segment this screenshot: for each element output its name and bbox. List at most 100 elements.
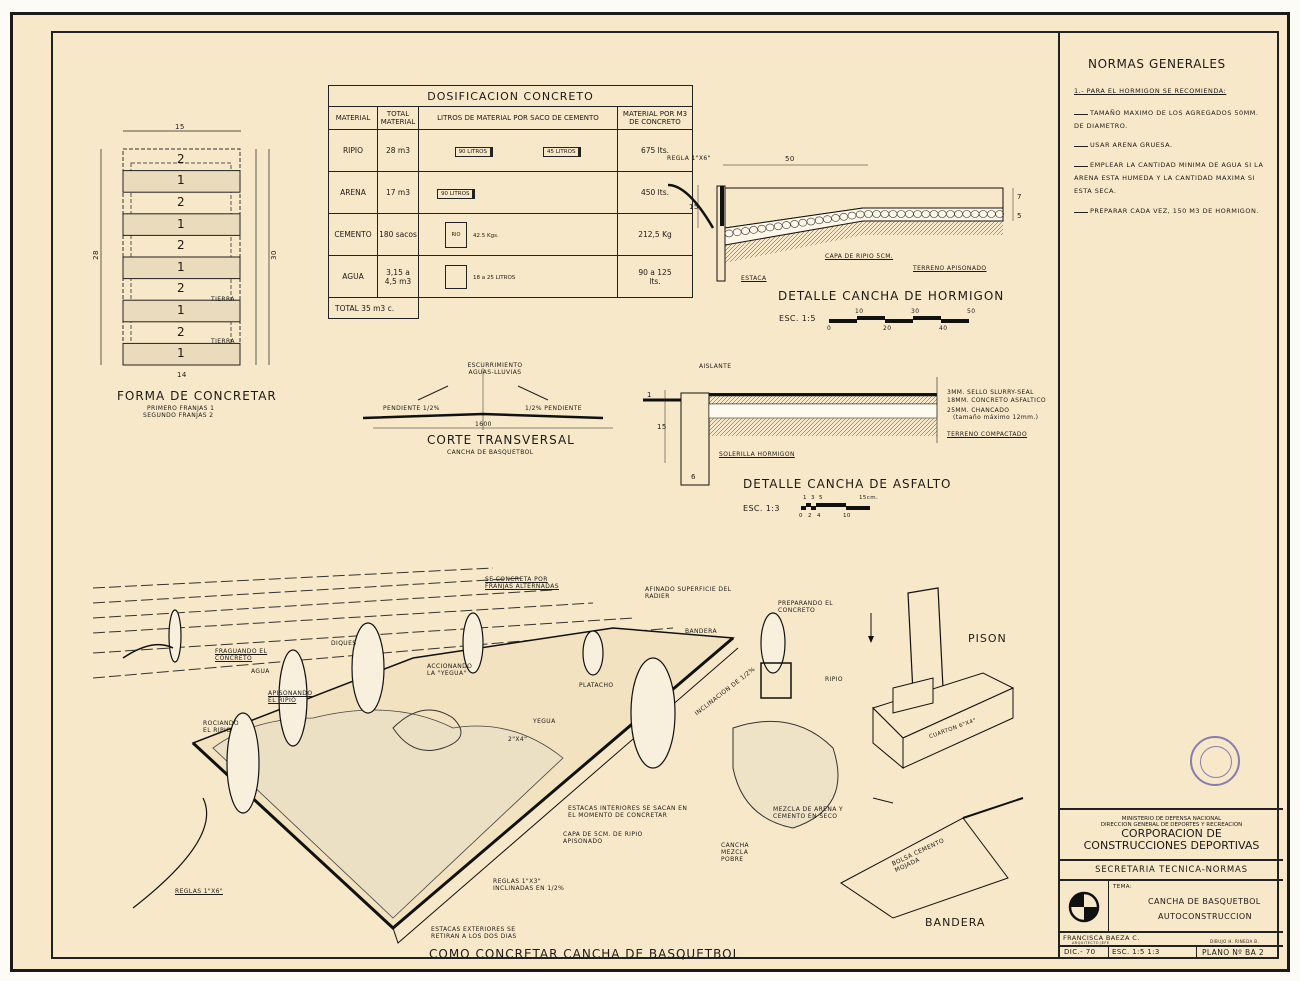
detalle-hormigon: REGLA 1"x6" 50 15 7 5 CAPA DE RIPIO 5cm.…	[663, 153, 1053, 363]
wheelbarrow-icon: 90 LITROS	[437, 189, 476, 199]
normas-item-text: EMPLEAR LA CANTIDAD MINIMA DE AGUA SI LA…	[1074, 161, 1264, 195]
label-accionando: ACCIONANDO LA "YEGUA"	[427, 663, 473, 677]
strip-number: 2	[177, 195, 186, 209]
regla-label: REGLA 1"x6"	[667, 155, 711, 162]
tierra-label: TIERRA	[211, 296, 235, 303]
stone	[749, 226, 758, 234]
label-mezcla: MEZCLA DE ARENA Y CEMENTO EN SECO	[773, 806, 844, 820]
width-dim: 1600	[475, 421, 492, 428]
stone	[814, 216, 824, 225]
bandera-title: BANDERA	[925, 916, 986, 929]
label-yegua-dim: 2"x4"	[508, 736, 528, 743]
scale-tick: 10	[855, 308, 864, 315]
strip-first	[122, 256, 241, 280]
normas-item-text: PREPARAR CADA VEZ, 150 M3 DE HORMIGON.	[1090, 207, 1259, 215]
cell: 450 lts.	[617, 171, 693, 214]
cell: 90 a 125 lts.	[617, 255, 693, 298]
scale-tick: 10	[843, 513, 851, 519]
tema-2: AUTOCONSTRUCCION	[1158, 912, 1252, 921]
dim-left: 28	[91, 250, 100, 260]
label-apisonando: APISONANDO EL RIPIO	[268, 690, 313, 704]
col-header: MATERIAL	[328, 106, 378, 130]
arquitecto-role: ARQUITECTO JEFE	[1072, 941, 1110, 945]
tema-1: CANCHA DE BASQUETBOL	[1148, 897, 1261, 906]
stone	[782, 221, 791, 229]
detalle-asfalto: AISLANTE 15 1 6 3mm. SELLO SLURRY-SEAL 1…	[633, 363, 1063, 523]
escala: ESC. 1:5 1:3	[1112, 948, 1160, 956]
strip-number: 2	[177, 151, 186, 166]
cell: ARENA	[328, 171, 378, 214]
corte-subtitle: CANCHA DE BASQUETBOL	[447, 449, 534, 456]
cell: 28 m3	[377, 129, 419, 172]
label-estacas-exteriores: ESTACAS EXTERIORES SE RETIRAN A LOS DOS …	[431, 926, 517, 940]
strip-first	[122, 299, 241, 323]
bucket-icon	[445, 264, 467, 289]
escurrimiento-label: ESCURRIMIENTO AGUAS-LLUVIAS	[467, 362, 523, 376]
strip-number: 2	[177, 281, 186, 296]
strip-first	[122, 170, 241, 193]
illustration-title: COMO CONCRETAR CANCHA DE BASQUETBOL	[429, 947, 741, 961]
dim-5: 5	[1017, 212, 1022, 220]
tema-block: TEMA: CANCHA DE BASQUETBOL AUTOCONSTRUCC…	[1060, 879, 1283, 933]
label-afinado: AFINADO SUPERFICIE DEL RADIER	[645, 586, 732, 600]
strip-number: 1	[177, 259, 186, 274]
label-yegua: YEGUA	[533, 718, 556, 725]
label-platacho: PLATACHO	[579, 682, 614, 689]
logo-icon	[1068, 891, 1100, 923]
dim-1: 1	[647, 391, 652, 399]
dim-top: 15	[175, 123, 185, 131]
scale-tick: 3	[811, 495, 815, 501]
hormigon-title: DETALLE CANCHA DE HORMIGON	[778, 289, 1005, 303]
col-header: LITROS DE MATERIAL POR SACO DE CEMENTO	[418, 106, 618, 130]
label-estacas-interiores: ESTACAS INTERIORES SE SACAN EN EL MOMENT…	[568, 805, 688, 819]
arquitecto: FRANCISCA BAEZA C.	[1063, 934, 1140, 942]
tierra-label-2: TIERRA	[211, 338, 235, 345]
label-diques: DIQUES	[331, 640, 357, 647]
normas-title: NORMAS GENERALES	[1088, 57, 1226, 71]
scale-bar	[829, 316, 971, 324]
table-row: ARENA 17 m3 90 LITROS 450 lts.	[328, 171, 693, 214]
dim-6: 6	[691, 473, 696, 481]
normas-intro: 1.- PARA EL HORMIGON SE RECOMIENDA:	[1074, 87, 1227, 95]
stone	[839, 212, 849, 221]
wheelbarrow-cell: 90 LITROS	[418, 171, 618, 214]
stone	[831, 214, 840, 222]
official-stamp	[1190, 736, 1240, 786]
strip-first	[122, 213, 241, 236]
strip-number: 1	[177, 346, 186, 361]
scale-tick: 1	[803, 495, 807, 501]
stone	[765, 223, 775, 232]
asfalto-title: DETALLE CANCHA DE ASFALTO	[743, 477, 952, 491]
pison-bandera: PISON CUARTON 6"x4" BOLSA CEMENTO MOJADA…	[833, 578, 1053, 948]
solerilla-label: SOLERILLA HORMIGON	[719, 451, 795, 458]
dim-50: 50	[785, 155, 795, 163]
label-reglas-1x6: REGLAS 1"x6"	[175, 888, 223, 895]
footer-row: DIC.- 70 ESC. 1:5 1:3 PLANO Nº BA 2	[1060, 945, 1283, 959]
strips-plan	[100, 130, 270, 366]
label-reglas-inclinadas: REGLAS 1"x3" INCLINADAS EN 1/2%	[493, 878, 565, 892]
strip-number: 2	[177, 238, 186, 253]
pendiente-left: PENDIENTE 1/2%	[383, 405, 440, 412]
secretaria: SECRETARIA TECNICA-NORMAS	[1060, 859, 1283, 879]
court-perspective	[93, 567, 839, 944]
title-block-header: MINISTERIO DE DEFENSA NACIONAL DIRECCION…	[1060, 808, 1283, 859]
corte-title: CORTE TRANSVERSAL	[427, 433, 575, 447]
table-row: AGUA 3,15 a 4,5 m3 18 a 25 LITROS 90 a 1…	[328, 255, 693, 298]
stone	[847, 211, 857, 220]
strip-number: 1	[177, 216, 186, 231]
corporacion: CORPORACION DE CONSTRUCCIONES DEPORTIVAS	[1083, 827, 1260, 852]
layer-2: 18mm. CONCRETO ASFALTICO	[947, 397, 1047, 404]
scale-tick: 5	[819, 495, 823, 501]
label-ripio: RIPIO	[825, 676, 844, 683]
cell: RIPIO	[328, 129, 378, 172]
bucket-cell: 18 a 25 LITROS	[418, 255, 618, 298]
stone	[995, 210, 1004, 218]
tema-label: TEMA:	[1113, 884, 1133, 890]
scale-label: ESC. 1:3	[743, 504, 780, 513]
